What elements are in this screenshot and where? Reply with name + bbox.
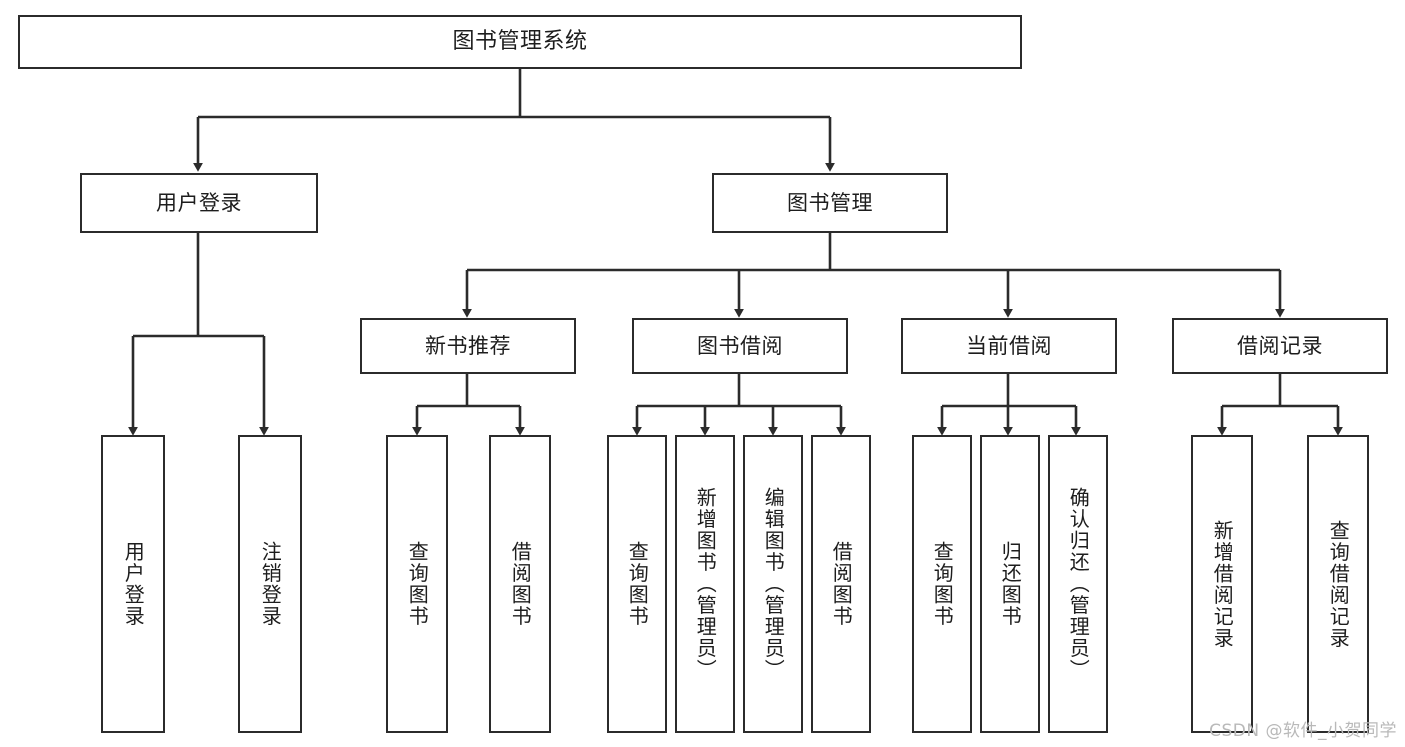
node-leaf-borrow-edit-book[interactable]: 编辑图书（管理员）	[743, 435, 803, 733]
node-leaf-cur-query-book-label: 查询图书	[930, 541, 955, 627]
node-leaf-rec-query-book[interactable]: 查询图书	[386, 435, 448, 733]
node-new-book-recommend[interactable]: 新书推荐	[360, 318, 576, 374]
node-leaf-user-logout-label: 注销登录	[258, 541, 283, 627]
node-root-label: 图书管理系统	[452, 29, 588, 55]
node-leaf-borrow-add-book-label: 新增图书（管理员）	[693, 487, 718, 681]
node-new-book-recommend-label: 新书推荐	[425, 333, 511, 358]
node-leaf-borrow-edit-book-label: 编辑图书（管理员）	[761, 487, 786, 681]
node-current-borrow[interactable]: 当前借阅	[901, 318, 1117, 374]
node-root[interactable]: 图书管理系统	[18, 15, 1022, 69]
node-leaf-borrow-lend-book[interactable]: 借阅图书	[811, 435, 871, 733]
node-leaf-borrow-query-book[interactable]: 查询图书	[607, 435, 667, 733]
node-leaf-borrow-add-book[interactable]: 新增图书（管理员）	[675, 435, 735, 733]
node-leaf-cur-query-book[interactable]: 查询图书	[912, 435, 972, 733]
node-leaf-rec-borrow-book-label: 借阅图书	[508, 541, 533, 627]
node-user-login-label: 用户登录	[156, 190, 242, 215]
node-leaf-rec-query-record[interactable]: 查询借阅记录	[1307, 435, 1369, 733]
node-book-borrow-label: 图书借阅	[697, 333, 783, 358]
node-current-borrow-label: 当前借阅	[966, 333, 1052, 358]
node-leaf-borrow-lend-book-label: 借阅图书	[829, 541, 854, 627]
csdn-watermark: CSDN @软件_小贺同学	[1209, 721, 1397, 741]
node-leaf-user-logout[interactable]: 注销登录	[238, 435, 302, 733]
node-leaf-rec-borrow-book[interactable]: 借阅图书	[489, 435, 551, 733]
node-leaf-rec-query-book-label: 查询图书	[405, 541, 430, 627]
node-leaf-cur-confirm-return[interactable]: 确认归还（管理员）	[1048, 435, 1108, 733]
node-borrow-record-label: 借阅记录	[1237, 333, 1323, 358]
node-leaf-user-login-label: 用户登录	[121, 541, 146, 627]
node-leaf-cur-confirm-return-label: 确认归还（管理员）	[1066, 487, 1091, 681]
node-leaf-borrow-query-book-label: 查询图书	[625, 541, 650, 627]
node-leaf-cur-return-book[interactable]: 归还图书	[980, 435, 1040, 733]
node-leaf-rec-add-record[interactable]: 新增借阅记录	[1191, 435, 1253, 733]
node-leaf-rec-query-record-label: 查询借阅记录	[1326, 519, 1351, 649]
node-user-login[interactable]: 用户登录	[80, 173, 318, 233]
node-leaf-rec-add-record-label: 新增借阅记录	[1210, 519, 1235, 649]
node-book-manage-label: 图书管理	[787, 190, 873, 215]
node-borrow-record[interactable]: 借阅记录	[1172, 318, 1388, 374]
node-leaf-user-login[interactable]: 用户登录	[101, 435, 165, 733]
node-leaf-cur-return-book-label: 归还图书	[998, 541, 1023, 627]
node-book-borrow[interactable]: 图书借阅	[632, 318, 848, 374]
node-book-manage[interactable]: 图书管理	[712, 173, 948, 233]
